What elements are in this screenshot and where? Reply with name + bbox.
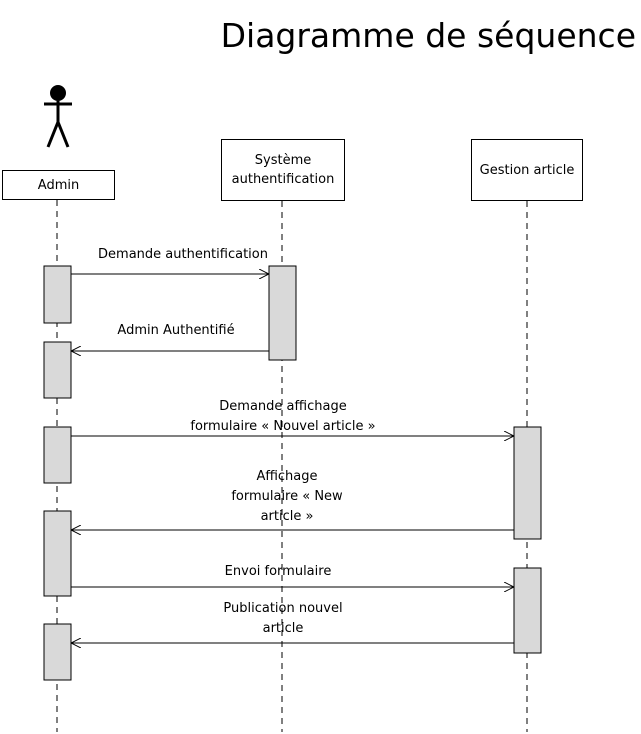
message-label-6: Publication nouvel article — [223, 601, 343, 636]
actor-icon — [44, 85, 72, 148]
message-label-2: Admin Authentifié — [117, 323, 235, 338]
message-label-4: Affichage formulaire « New article » — [231, 469, 343, 524]
message-label-1: Demande authentification — [98, 247, 268, 262]
participant-admin-label: Admin — [37, 177, 80, 193]
activation-gestion-2 — [513, 567, 542, 654]
message-label-3: Demande affichage formulaire « Nouvel ar… — [190, 399, 376, 434]
participant-admin: Admin — [2, 170, 115, 200]
activation-admin-1 — [43, 265, 72, 324]
participant-gestion-label: Gestion article — [479, 162, 575, 178]
activation-admin-4 — [43, 510, 72, 597]
activation-systeme — [268, 265, 297, 361]
message-label-5: Envoi formulaire — [224, 564, 332, 579]
activation-admin-5 — [43, 623, 72, 681]
participant-gestion: Gestion article — [471, 139, 583, 201]
participant-systeme-label: Système authentification — [231, 153, 335, 187]
activation-gestion-1 — [513, 426, 542, 540]
activation-admin-3 — [43, 426, 72, 484]
participant-systeme: Système authentification — [221, 139, 345, 201]
diagram-title: Diagramme de séquence — [220, 16, 636, 55]
activation-admin-2 — [43, 341, 72, 399]
